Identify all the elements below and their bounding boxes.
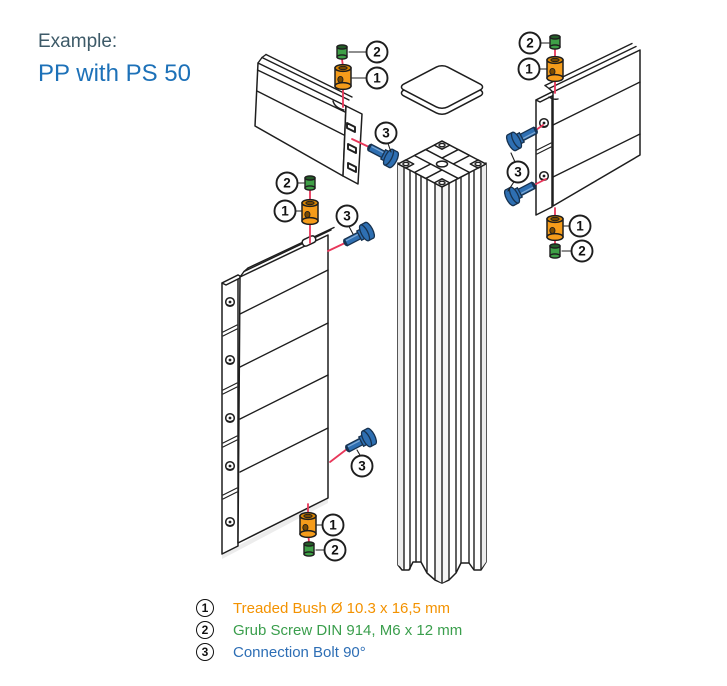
callout-3: 3 [350,454,374,478]
callout-2: 2 [323,538,347,562]
svg-text:1: 1 [525,62,533,77]
threaded-bush [334,63,352,91]
page-title: PP with PS 50 [38,60,191,87]
example-label: Example: [38,31,118,52]
panel-right [535,42,641,216]
svg-text:1: 1 [576,219,584,234]
callout-1: 1 [365,66,389,90]
callout-1: 1 [568,214,592,238]
header: Example: PP with PS 50 [38,31,191,88]
threaded-bush [299,511,317,539]
panel-top-left [254,53,363,185]
grub-screw [304,175,316,191]
callout-1: 1 [321,513,345,537]
column-top-face [398,141,486,187]
legend-label: Treaded Bush Ø 10.3 x 16,5 mm [233,599,451,617]
threaded-bush [301,198,319,226]
panel-left [221,226,335,559]
callout-3: 3 [335,204,359,228]
callout-2: 2 [570,239,594,263]
svg-text:1: 1 [281,204,289,219]
legend: 1 Treaded Bush Ø 10.3 x 16,5 mm 2 Grub S… [196,597,462,663]
grub-screw [549,243,561,259]
svg-text:3: 3 [358,459,366,474]
callout-1: 1 [273,199,297,223]
svg-text:1: 1 [373,71,381,86]
svg-text:2: 2 [373,45,381,60]
svg-text:1: 1 [329,518,337,533]
legend-num-circle: 2 [196,621,214,639]
callout-3: 3 [506,160,530,184]
column-cap [398,64,486,116]
column-profile-ps50 [397,141,487,584]
legend-label: Grub Screw DIN 914, M6 x 12 mm [233,621,463,639]
svg-text:2: 2 [526,36,534,51]
callout-2: 2 [518,31,542,55]
legend-item-threaded-bush: 1 Treaded Bush Ø 10.3 x 16,5 mm [196,597,462,619]
svg-text:3: 3 [514,165,522,180]
legend-item-connection-bolt: 3 Connection Bolt 90° [196,641,462,663]
threaded-bush [546,214,564,242]
callout-3: 3 [374,121,398,145]
svg-text:3: 3 [382,126,390,141]
legend-num-circle: 3 [196,643,214,661]
grub-screw [549,34,561,50]
callout-2: 2 [275,171,299,195]
svg-text:3: 3 [343,209,351,224]
grub-screw [336,44,348,60]
callout-2: 2 [365,40,389,64]
svg-text:2: 2 [283,176,291,191]
svg-text:2: 2 [578,244,586,259]
threaded-bush [546,55,564,83]
grub-screw [303,541,315,557]
legend-num-circle: 1 [196,599,214,617]
legend-item-grub-screw: 2 Grub Screw DIN 914, M6 x 12 mm [196,619,462,641]
connection-bolt [341,426,380,458]
legend-label: Connection Bolt 90° [233,643,366,661]
svg-text:2: 2 [331,543,339,558]
callout-1: 1 [517,57,541,81]
